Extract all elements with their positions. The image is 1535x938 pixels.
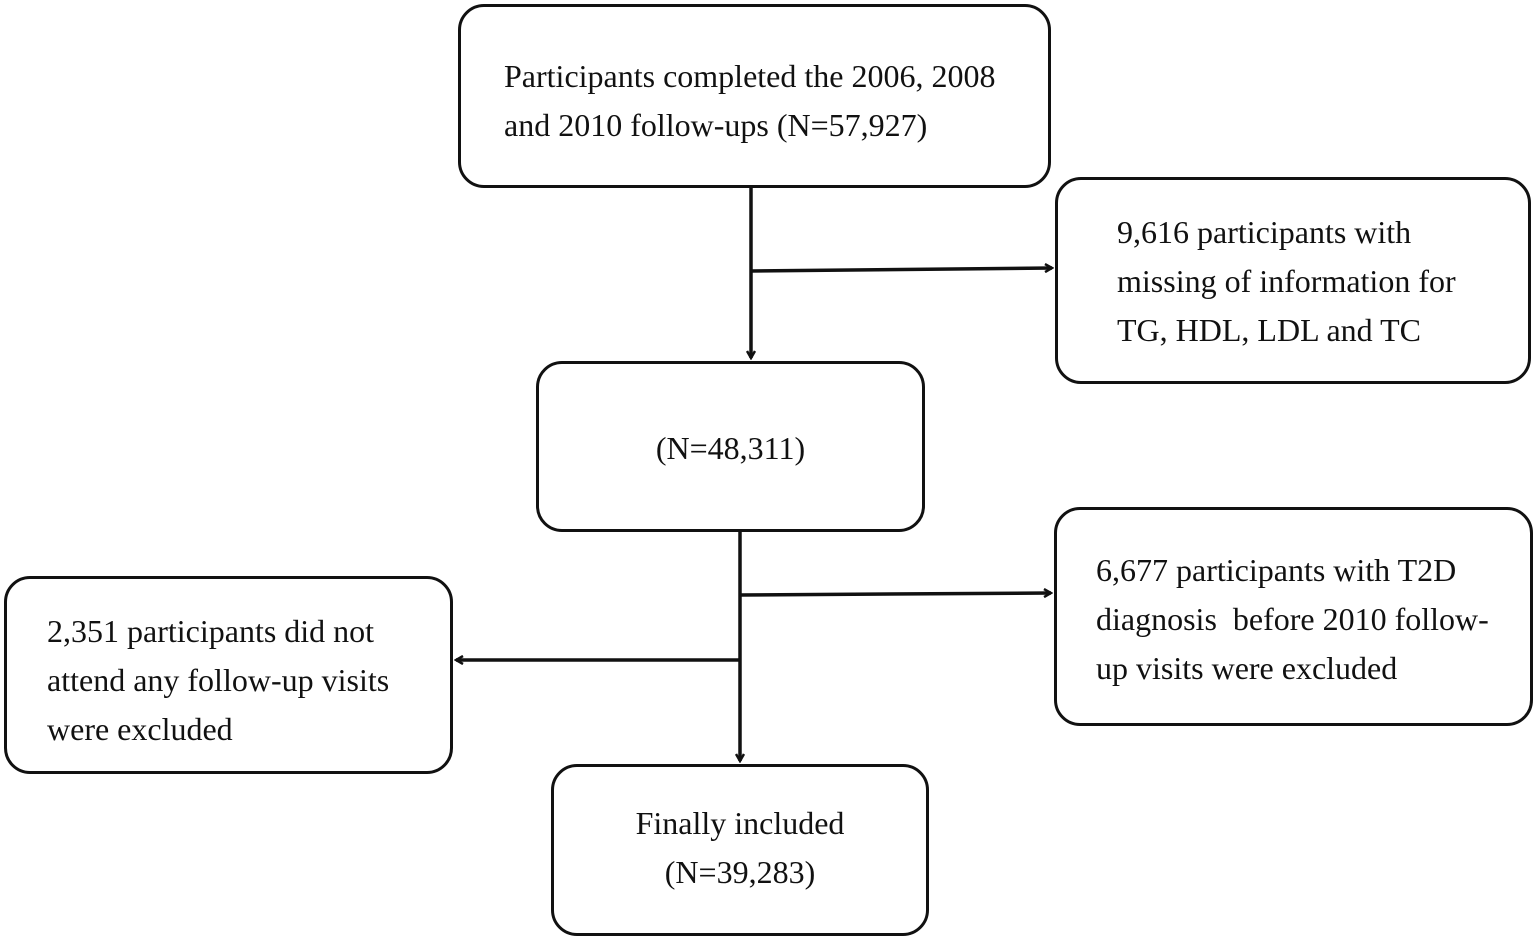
final-included-text: Finally included (N=39,283) <box>554 799 926 897</box>
start-box: Participants completed the 2006, 2008 an… <box>458 4 1051 188</box>
exclusion-line: 2,351 participants did not <box>47 613 375 649</box>
final-included-box: Finally included (N=39,283) <box>551 764 929 936</box>
exclusion-line: 6,677 participants with T2D <box>1096 552 1457 588</box>
start-line: and 2010 follow-ups (N=57,927) <box>504 107 928 143</box>
intermediate-count-text: (N=48,311) <box>539 424 922 473</box>
final-line: (N=39,283) <box>664 854 816 890</box>
exclusion-line: were excluded <box>47 711 233 747</box>
arrow-to-exclusion-1 <box>750 268 1052 271</box>
exclusion-box-no-follow-up: 2,351 participants did not attend any fo… <box>4 576 453 774</box>
exclusion-line: diagnosis before 2010 follow- <box>1096 601 1489 637</box>
exclusion-box-prior-t2d: 6,677 participants with T2D diagnosis be… <box>1054 507 1533 726</box>
exclusion-line: TG, HDL, LDL and TC <box>1117 312 1421 348</box>
exclusion-box-missing-lipids: 9,616 participants with missing of infor… <box>1055 177 1531 384</box>
arrow-to-exclusion-2 <box>739 593 1051 595</box>
final-line: Finally included <box>635 805 845 841</box>
exclusion-line: up visits were excluded <box>1096 650 1398 686</box>
exclusion-line: missing of information for <box>1117 263 1456 299</box>
exclusion-line: 9,616 participants with <box>1117 214 1412 250</box>
exclusion-box-prior-t2d-text: 6,677 participants with T2D diagnosis be… <box>1096 546 1489 693</box>
intermediate-count-box: (N=48,311) <box>536 361 925 532</box>
start-line: Participants completed the 2006, 2008 <box>504 58 996 94</box>
exclusion-box-no-follow-up-text: 2,351 participants did not attend any fo… <box>47 607 389 754</box>
intermediate-count-line: (N=48,311) <box>655 430 806 466</box>
exclusion-box-missing-lipids-text: 9,616 participants with missing of infor… <box>1117 208 1456 355</box>
exclusion-line: attend any follow-up visits <box>47 662 390 698</box>
start-box-text: Participants completed the 2006, 2008 an… <box>504 52 995 150</box>
